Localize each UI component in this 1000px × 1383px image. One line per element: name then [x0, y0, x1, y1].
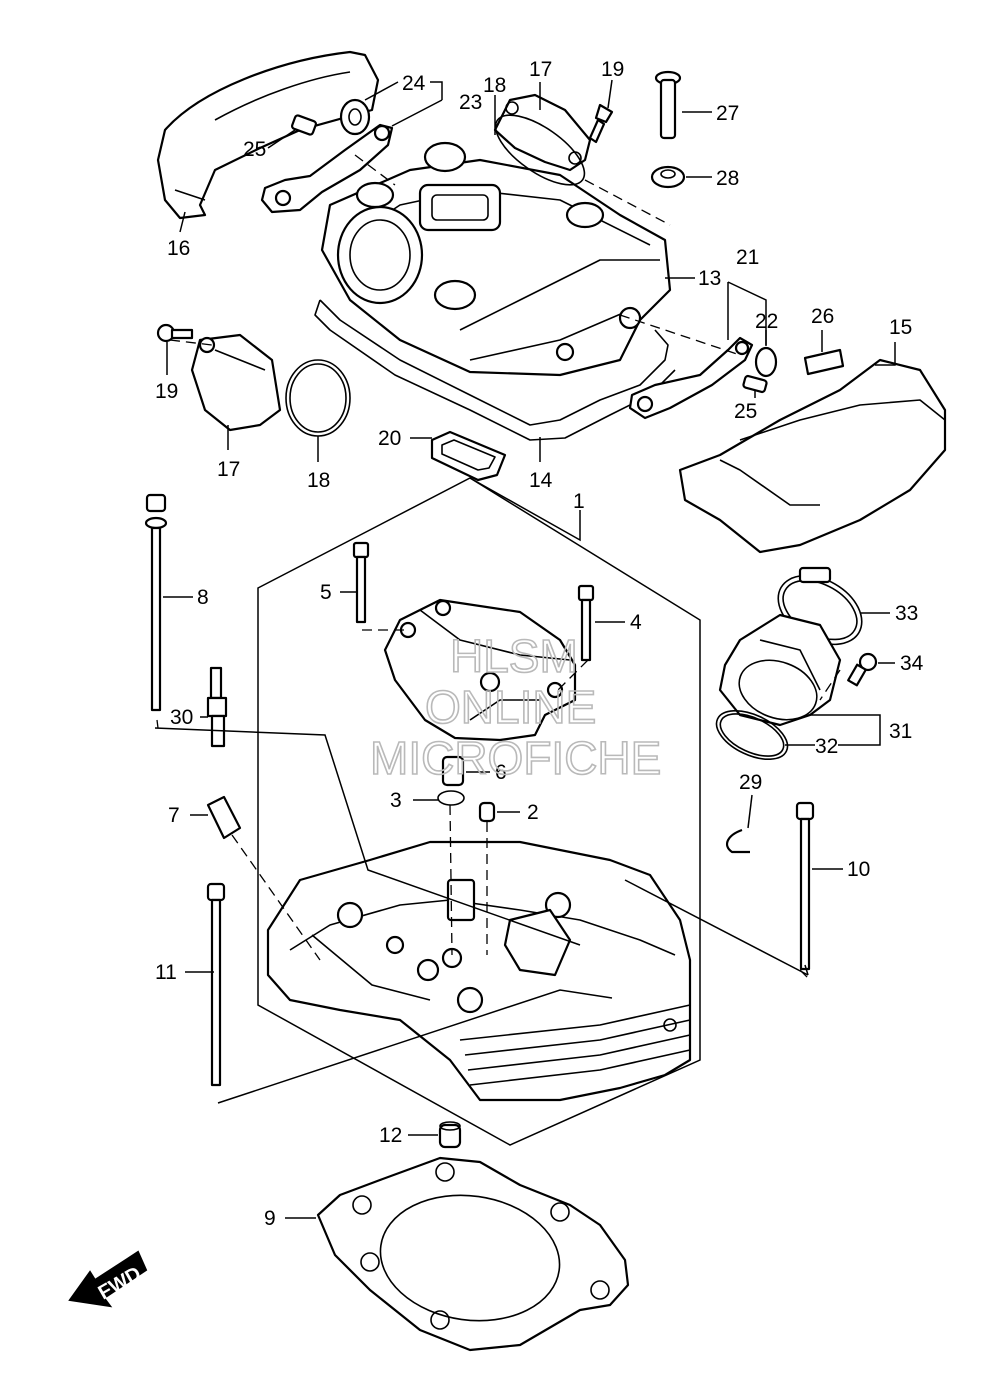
- callout-14: 14: [529, 469, 553, 492]
- part-breather-plate-upper: [493, 93, 592, 172]
- callout-29: 29: [739, 771, 762, 794]
- part-collar-bolt: [654, 70, 682, 140]
- part-head-cover-left: [156, 50, 380, 220]
- callout-19-lower: 19: [155, 380, 178, 403]
- callout-9: 9: [264, 1207, 276, 1230]
- watermark-line-2: ONLINE: [425, 681, 596, 733]
- callout-30: 30: [170, 706, 193, 729]
- callout-18-upper: 18: [483, 74, 506, 97]
- part-bolt-10: [795, 801, 815, 971]
- part-oring-3: [437, 790, 465, 806]
- watermark-line-1: HLSM: [450, 630, 578, 682]
- callout-33: 33: [895, 602, 918, 625]
- part-grommet-28: [650, 165, 686, 189]
- callout-25-lower: 25: [734, 400, 757, 423]
- callout-3: 3: [390, 789, 402, 812]
- watermark-line-3: MICROFICHE: [370, 732, 661, 784]
- part-dowel-2: [478, 801, 496, 823]
- part-cylinder-head: [266, 840, 692, 1102]
- callout-34: 34: [900, 652, 924, 675]
- callout-16: 16: [167, 237, 190, 260]
- part-head-gasket: [316, 1156, 630, 1352]
- callout-11: 11: [155, 961, 177, 984]
- callout-19-upper: 19: [601, 58, 624, 81]
- part-bolt-25-upper: [291, 114, 317, 136]
- callout-27: 27: [716, 102, 739, 125]
- callout-17-lower: 17: [217, 458, 240, 481]
- callout-13: 13: [698, 267, 721, 290]
- callout-20: 20: [378, 427, 401, 450]
- callout-labels: 1 2 3 4 5 6 7 8 9 10 11 12 13 14 15 16 1…: [155, 58, 924, 1230]
- callout-28: 28: [716, 167, 739, 190]
- part-bolt-8: [144, 493, 168, 712]
- part-screw-34: [847, 652, 878, 687]
- part-side-cap-lower: [190, 333, 282, 432]
- callout-7: 7: [168, 804, 180, 827]
- part-bolt-4: [577, 584, 595, 662]
- callout-10: 10: [847, 858, 870, 881]
- part-bolt-5: [352, 541, 370, 624]
- callout-31: 31: [889, 720, 912, 743]
- part-camshaft-holder: [383, 598, 577, 742]
- callout-32: 32: [815, 735, 838, 758]
- part-bracket-right: [628, 336, 778, 420]
- callout-22: 22: [755, 310, 778, 333]
- part-oring-32: [715, 709, 789, 761]
- part-spark-plug: [206, 666, 228, 748]
- callout-15: 15: [889, 316, 912, 339]
- callout-21: 21: [736, 246, 759, 269]
- part-clip-29: [725, 828, 750, 854]
- part-cylinder-head-cover: [320, 141, 672, 377]
- callout-2: 2: [527, 801, 539, 824]
- part-bracket-left: [260, 98, 394, 214]
- callout-23: 23: [459, 91, 482, 114]
- callout-24: 24: [402, 72, 426, 95]
- part-dowel-6: [441, 755, 465, 787]
- callout-1: 1: [573, 490, 585, 513]
- part-dowel-12: [438, 1121, 462, 1149]
- part-bolt-19-upper: [588, 103, 614, 144]
- callout-18-lower: 18: [307, 469, 330, 492]
- watermark: HLSM ONLINE MICROFICHE: [369, 629, 662, 785]
- part-pad-26: [803, 348, 845, 376]
- callout-25-upper: 25: [243, 138, 266, 161]
- callout-12: 12: [379, 1124, 402, 1147]
- part-intake-pipe: [718, 613, 842, 727]
- callout-4: 4: [630, 611, 642, 634]
- leader-lines: [163, 79, 896, 1219]
- part-insert-7: [206, 795, 242, 840]
- callout-26: 26: [811, 305, 834, 328]
- callout-6: 6: [495, 761, 507, 784]
- part-oring-upper: [494, 114, 586, 186]
- part-gasket-20: [430, 430, 507, 482]
- callout-17-upper: 17: [529, 58, 552, 81]
- part-oring-lower: [285, 359, 351, 437]
- part-head-cover-right: [678, 358, 947, 554]
- part-bolt-11: [206, 882, 226, 1087]
- part-bolt-25-lower: [742, 374, 768, 394]
- callout-5: 5: [320, 581, 332, 604]
- callout-8: 8: [197, 586, 209, 609]
- fwd-arrow: FWD: [68, 1250, 148, 1308]
